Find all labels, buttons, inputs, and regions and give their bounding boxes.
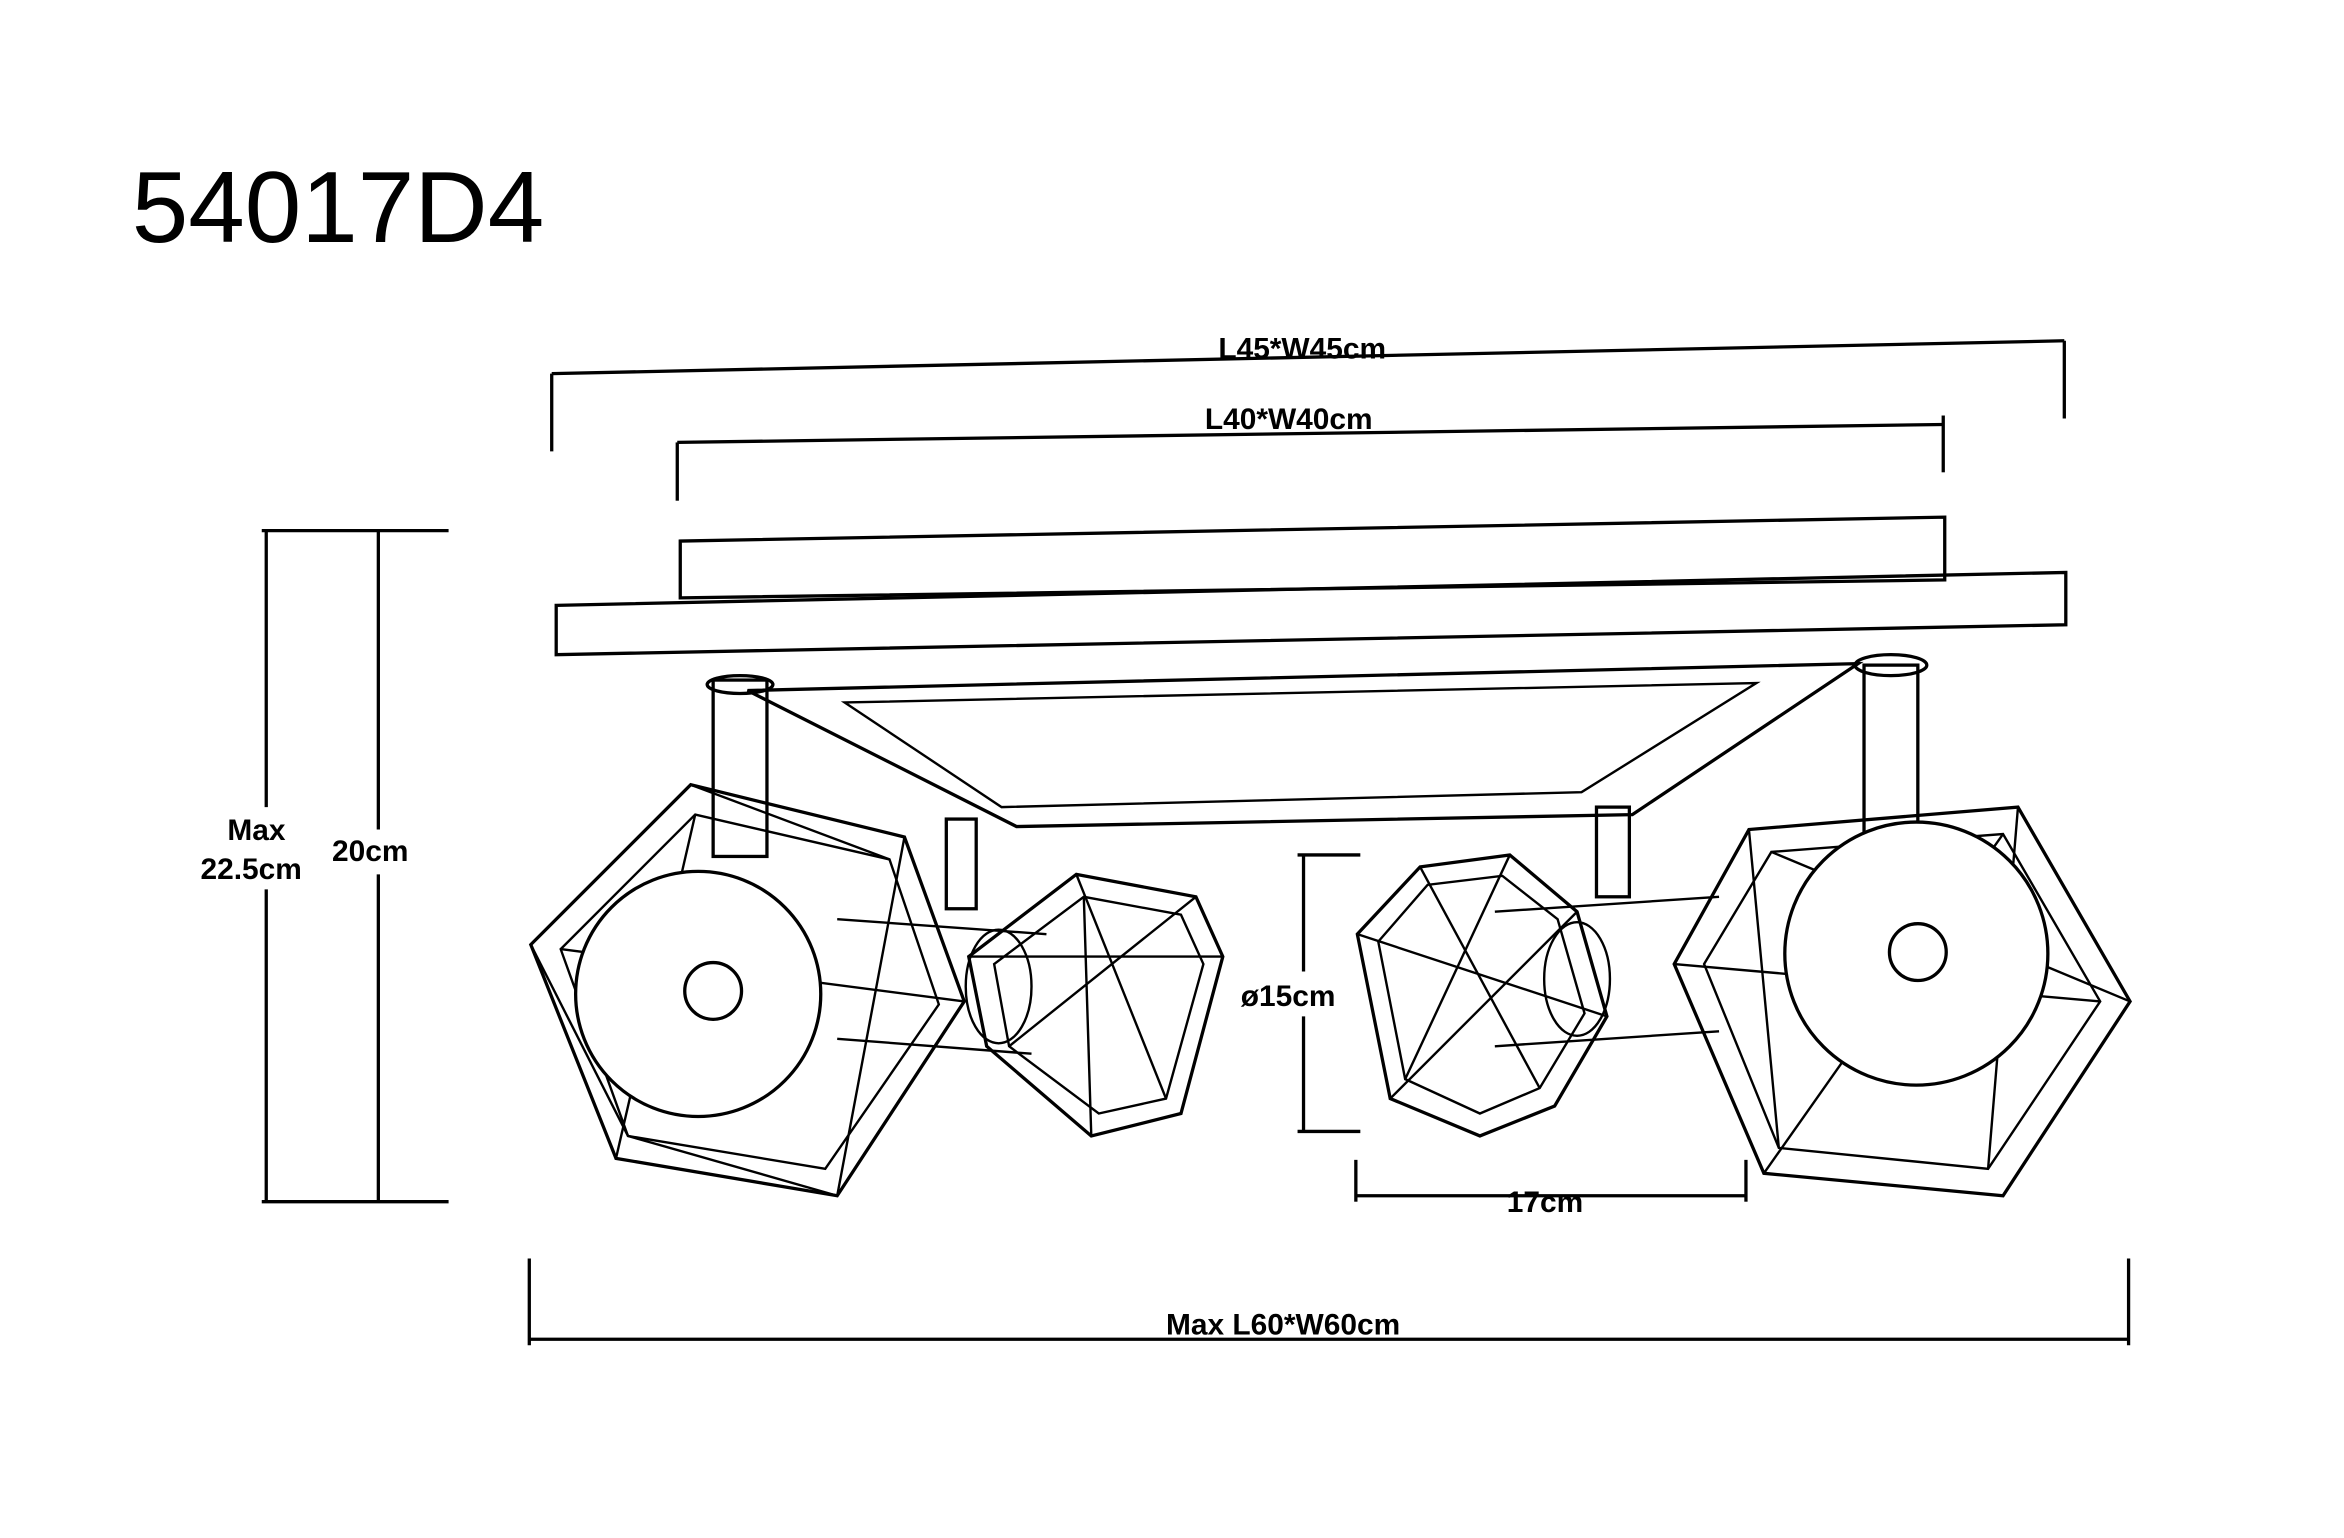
shade-length-label: 17cm [1507,1186,1583,1219]
model-number: 54017D4 [132,150,545,264]
dimension-shade-length: 17cm [1354,1159,1748,1219]
ceiling-base [554,515,2068,829]
spotlight-right-small [1355,805,1720,1138]
max-height-label-1: Max [227,814,286,847]
outer-base-label: L45*W45cm [1218,333,1386,366]
max-height-label-2: 22.5cm [200,853,301,886]
dimension-height: Max 22.5cm 20cm [200,528,449,1204]
dimension-max-span: Max L60*W60cm [527,1258,2131,1346]
spotlight-left-small [837,817,1225,1138]
shade-diameter-label: ø15cm [1241,980,1336,1013]
inner-base-label: L40*W40cm [1205,403,1373,436]
spotlight-left-large [528,673,967,1198]
height-label: 20cm [332,835,408,868]
max-span-label: Max L60*W60cm [1166,1309,1400,1342]
dimension-inner-base: L40*W40cm [675,403,1945,501]
spotlight-right-large [1672,653,2133,1198]
dimension-outer-base: L45*W45cm [550,333,2066,452]
dimension-shade-diameter: ø15cm [1241,853,1361,1134]
